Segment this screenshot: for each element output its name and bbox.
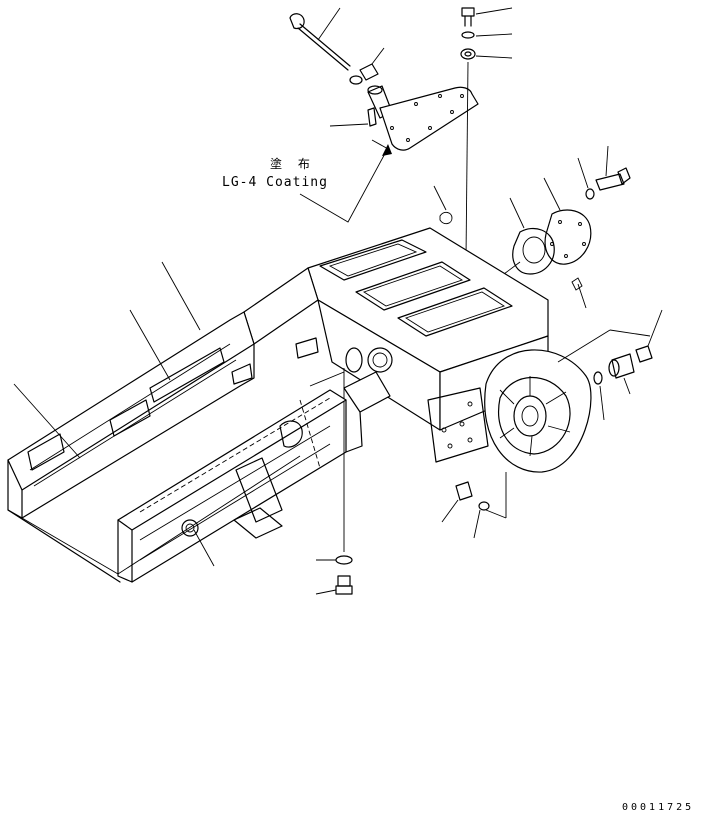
coating-annotation: 塗 布 LG-4 Coating <box>222 144 392 223</box>
bolt-stack <box>460 7 513 259</box>
washer-icon <box>335 555 353 565</box>
o-ring-icon <box>478 501 490 511</box>
pin-icon <box>359 63 379 81</box>
bolt-icon <box>595 173 625 191</box>
o-ring-icon <box>593 371 603 385</box>
plug-icon <box>635 345 653 363</box>
washer-icon <box>461 31 475 39</box>
plug-icon <box>571 277 583 291</box>
coating-label: LG-4 Coating <box>222 175 328 190</box>
cover-plate-icon <box>379 86 479 151</box>
bolt-head-icon <box>461 7 475 17</box>
right-fittings <box>593 309 663 421</box>
cover-disc-icon <box>544 209 592 265</box>
main-frame <box>7 261 391 583</box>
kanji-label: 塗 布 <box>270 156 316 171</box>
lever-knob-icon <box>289 13 305 30</box>
spacer-icon <box>460 48 476 60</box>
main-case <box>307 227 651 518</box>
washer-icon <box>585 188 595 200</box>
gasket-icon <box>512 227 555 275</box>
lever-assembly <box>289 7 479 151</box>
final-drive-housing-icon <box>484 349 592 473</box>
drawing-code: 00011725 <box>622 802 694 813</box>
rear-cover-group <box>433 145 631 309</box>
plug-icon <box>439 211 453 225</box>
side-cover-icon <box>427 387 489 463</box>
arrow-head-icon <box>382 144 392 156</box>
drain-plug-icon <box>337 575 351 587</box>
washer-icon <box>349 75 363 85</box>
plug-icon <box>455 481 473 501</box>
fitting-icon <box>611 353 635 379</box>
